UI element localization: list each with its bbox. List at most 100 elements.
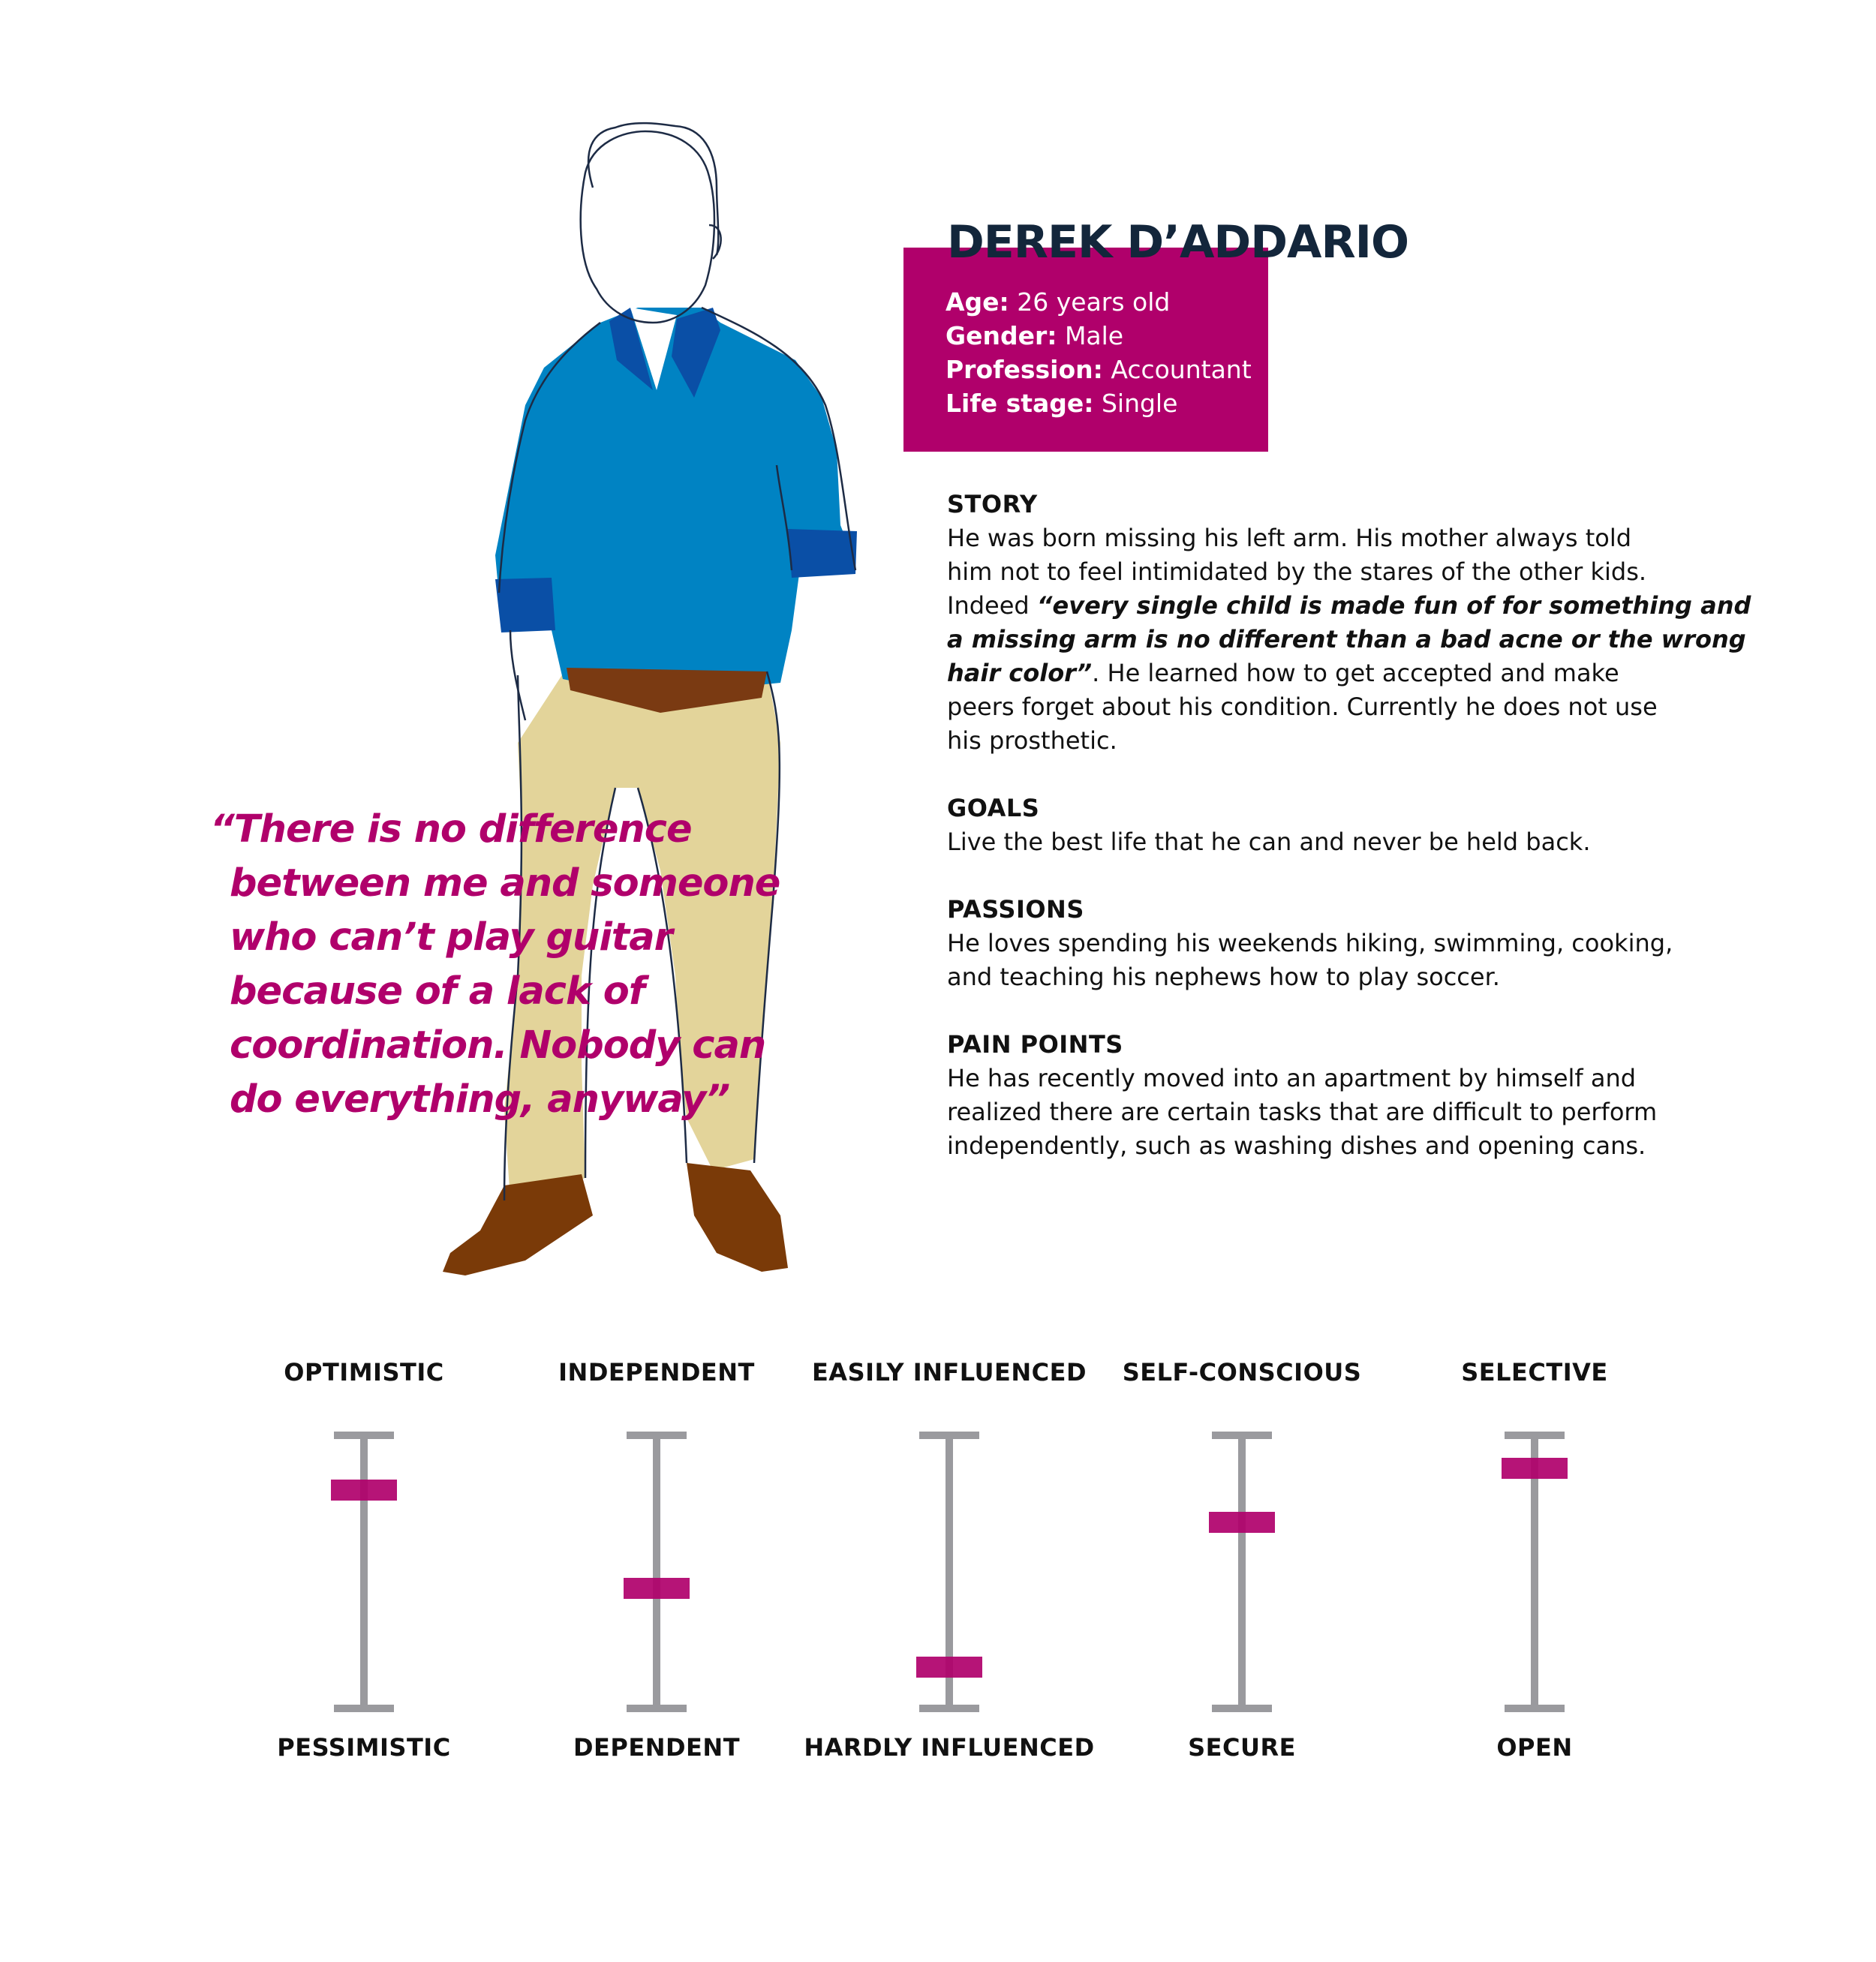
persona-name: DEREK D’ADDARIO	[947, 216, 1409, 269]
info-label: Profession:	[946, 355, 1103, 384]
scale-bottom-label: PESSIMISTIC	[277, 1733, 451, 1762]
quote-line: coordination. Nobody can	[230, 1023, 766, 1068]
shoe-right	[687, 1163, 788, 1272]
info-value: Accountant	[1111, 355, 1252, 384]
body-outline	[498, 306, 857, 593]
passions-body: He loves spending his weekends hiking, s…	[947, 927, 1697, 994]
scale-top-label: INDEPENDENT	[558, 1358, 755, 1387]
pain-points-line: He has recently moved into an apartment …	[947, 1064, 1637, 1092]
scale-track-independence	[624, 1432, 694, 1712]
scale-bottom-label: OPEN	[1496, 1733, 1573, 1762]
story-line: Indeed “every single child is made fun o…	[947, 589, 1751, 623]
scale-bottom-label: DEPENDENT	[573, 1733, 741, 1762]
quote-line: do everything, anyway”	[230, 1077, 730, 1122]
info-label: Gender:	[946, 321, 1057, 350]
belt	[567, 668, 767, 713]
scale-track-confidence	[1209, 1432, 1279, 1712]
info-value: Single	[1101, 389, 1178, 418]
person-figure	[443, 122, 857, 1275]
goals-title: GOALS	[947, 794, 1040, 822]
info-row-gender: Gender: Male	[946, 319, 1252, 353]
scale-cap-top	[627, 1432, 687, 1439]
scale-cap-bottom	[919, 1705, 979, 1712]
story-line: him not to feel intimidated by the stare…	[947, 557, 1647, 586]
passions-line: He loves spending his weekends hiking, s…	[947, 929, 1673, 957]
story-line: his prosthetic.	[947, 726, 1117, 755]
pants	[504, 672, 780, 1200]
story-line: a missing arm is no different than a bad…	[947, 625, 1746, 653]
scale-marker	[1502, 1457, 1568, 1479]
scale-track-optimism	[331, 1432, 401, 1712]
passions-line: and teaching his nephews how to play soc…	[947, 963, 1500, 991]
story-line: peers forget about his condition. Curren…	[947, 693, 1658, 721]
pain-points-line: independently, such as washing dishes an…	[947, 1131, 1646, 1160]
info-label: Life stage:	[946, 389, 1094, 418]
personality-scales: OPTIMISTIC PESSIMISTIC INDEPENDENT DEPEN…	[0, 1351, 1876, 1801]
scale-track-openness	[1502, 1432, 1572, 1712]
info-value: 26 years old	[1017, 287, 1171, 317]
scale-stem	[360, 1432, 368, 1712]
story-quote-text: “every single child is made fun of for s…	[1036, 591, 1751, 620]
quote-line: “There is no difference	[210, 807, 693, 852]
scale-cap-bottom	[627, 1705, 687, 1712]
collar-right	[672, 308, 720, 398]
story-line: hair color”. He learned how to get accep…	[947, 657, 1697, 690]
arm-outline	[509, 464, 793, 721]
scale-top-label: SELF-CONSCIOUS	[1122, 1358, 1362, 1387]
scale-marker	[624, 1577, 690, 1599]
pain-points-line: realized there are certain tasks that ar…	[947, 1098, 1658, 1126]
scale-marker	[1209, 1512, 1275, 1534]
scale-marker	[331, 1479, 397, 1501]
goals-body: Live the best life that he can and never…	[947, 825, 1697, 859]
head-outline	[579, 130, 716, 324]
ear-outline	[708, 224, 722, 260]
scale-cap-top	[334, 1432, 394, 1439]
bio: STORY He was born missing his left arm. …	[947, 488, 1751, 1163]
persona-quote: “There is no difference between me and s…	[210, 803, 780, 1127]
quote-line: between me and someone	[230, 861, 780, 906]
pain-points-body: He has recently moved into an apartment …	[947, 1062, 1697, 1163]
neck	[630, 308, 677, 390]
scale-stem	[1531, 1432, 1538, 1712]
scale-cap-bottom	[334, 1705, 394, 1712]
info-box: Age: 26 years old Gender: Male Professio…	[903, 248, 1268, 452]
shoe-left	[443, 1174, 593, 1275]
scale-top-label: OPTIMISTIC	[284, 1358, 444, 1387]
info-row-life-stage: Life stage: Single	[946, 386, 1252, 420]
info-label: Age:	[946, 287, 1009, 317]
pain-points-title: PAIN POINTS	[947, 1030, 1123, 1059]
scale-stem	[1238, 1432, 1246, 1712]
story-quote-text: hair color”	[947, 659, 1093, 687]
info-value: Male	[1064, 321, 1124, 350]
shirt	[495, 308, 855, 690]
scale-cap-top	[919, 1432, 979, 1439]
scale-marker	[916, 1657, 982, 1678]
collar	[609, 308, 653, 390]
scale-top-label: SELECTIVE	[1461, 1358, 1608, 1387]
scale-bottom-label: HARDLY INFLUENCED	[804, 1733, 1095, 1762]
scale-stem	[946, 1432, 953, 1712]
scale-stem	[653, 1432, 660, 1712]
story-body: He was born missing his left arm. His mo…	[947, 521, 1751, 758]
scale-bottom-label: SECURE	[1188, 1733, 1296, 1762]
info-row-age: Age: 26 years old	[946, 285, 1252, 319]
info-list: Age: 26 years old Gender: Male Professio…	[946, 285, 1252, 420]
scale-track-influence	[916, 1432, 987, 1712]
passions-title: PASSIONS	[947, 895, 1084, 924]
scale-cap-top	[1505, 1432, 1565, 1439]
story-text: . He learned how to get accepted and mak…	[1092, 659, 1619, 687]
info-row-profession: Profession: Accountant	[946, 353, 1252, 386]
scale-cap-bottom	[1212, 1705, 1272, 1712]
quote-line: who can’t play guitar	[230, 915, 673, 960]
persona-illustration	[443, 122, 857, 1275]
quote-line: because of a lack of	[230, 969, 645, 1014]
sleeve-cuff-left	[495, 578, 555, 632]
goals-line: Live the best life that he can and never…	[947, 828, 1591, 856]
scale-top-label: EASILY INFLUENCED	[811, 1358, 1087, 1387]
scale-cap-bottom	[1505, 1705, 1565, 1712]
sleeve-cuff-right	[788, 529, 857, 578]
story-text: Indeed	[947, 591, 1037, 620]
story-title: STORY	[947, 490, 1038, 518]
hair-outline	[587, 122, 720, 256]
scale-cap-top	[1212, 1432, 1272, 1439]
